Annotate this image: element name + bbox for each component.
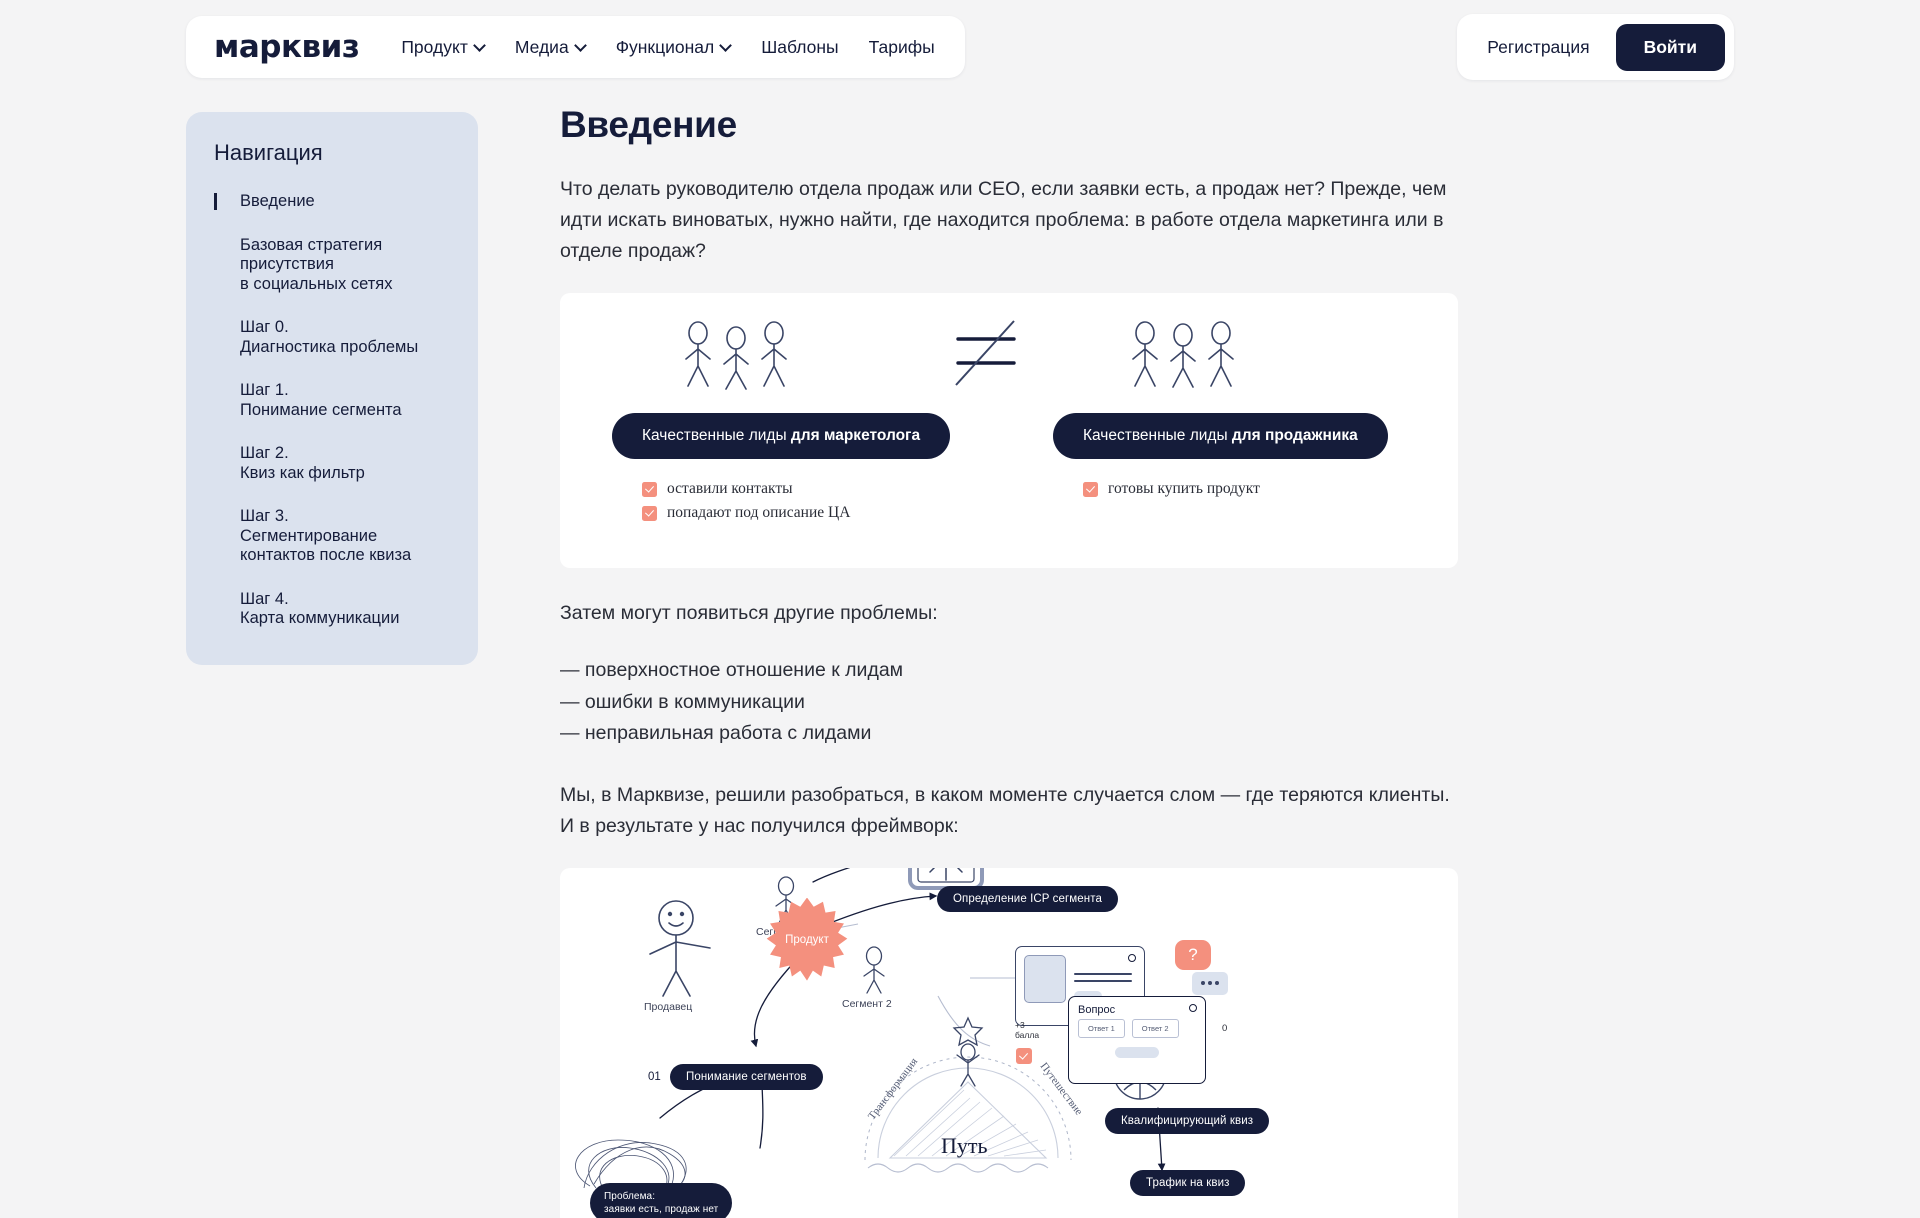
sidebar-navigation: Навигация Введение Базовая стратегия при… xyxy=(186,112,478,665)
nav-item-templates[interactable]: Шаблоны xyxy=(761,37,838,58)
header-nav-bar: марквиз Продукт Медиа Функционал Шаблоны… xyxy=(186,16,965,78)
problem-item-lead-handling: — неправильная работа с лидами xyxy=(560,722,872,744)
framework-intro-paragraph: Мы, в Марквизе, решили разобраться, в ка… xyxy=(560,783,1450,837)
register-button[interactable]: Регистрация xyxy=(1457,37,1615,58)
sidebar-item-step-1[interactable]: Шаг 1. Понимание сегмента xyxy=(240,381,402,419)
node-quiz-traffic: Трафик на квиз xyxy=(1130,1169,1246,1196)
quiz-answer-2[interactable]: Ответ 2 xyxy=(1131,1018,1179,1038)
pill-salesperson-bold: для продажника xyxy=(1231,427,1358,444)
problems-heading: Затем могут появиться другие проблемы: xyxy=(560,602,938,624)
brand-logo[interactable]: марквиз xyxy=(214,29,360,65)
checkbox-icon xyxy=(1083,481,1098,497)
sidebar-item-step-3[interactable]: Шаг 3. Сегментирование контактов после к… xyxy=(240,507,412,564)
screen-mock-image xyxy=(1024,954,1066,1003)
sidebar-item-base-strategy[interactable]: Базовая стратегия присутствия в социальн… xyxy=(240,235,393,293)
page-title: Введение xyxy=(560,104,737,145)
chevron-down-icon xyxy=(576,40,586,50)
chevron-down-icon xyxy=(475,40,485,50)
nav-label-pricing: Тарифы xyxy=(868,36,935,57)
quiz-question-card: Вопрос Ответ 1 Ответ 2 xyxy=(1068,995,1206,1084)
problems-list: — поверхностное отношение к лидам — ошиб… xyxy=(560,655,1458,750)
pill-marketer-prefix: Качественные лиды xyxy=(642,427,791,444)
quiz-card-dot-icon xyxy=(1189,1003,1197,1012)
check-item-audience: попадают под описание ЦА xyxy=(642,504,850,522)
nav-label-templates: Шаблоны xyxy=(761,36,839,57)
label-segment-2: Сегмент 2 xyxy=(842,997,892,1010)
node-icp-definition: Определение ICP сегмента xyxy=(937,885,1118,912)
stick-figures-right xyxy=(1132,321,1234,388)
pill-salesperson-prefix: Качественные лиды xyxy=(1083,427,1232,444)
question-bubble-icon: ? xyxy=(1175,939,1211,970)
nav-item-features[interactable]: Функционал xyxy=(616,37,732,58)
quiz-submit-button[interactable] xyxy=(1115,1046,1159,1058)
nav-item-media[interactable]: Медиа xyxy=(515,37,586,58)
login-button[interactable]: Войти xyxy=(1615,23,1725,71)
chevron-down-icon xyxy=(721,40,731,50)
label-product: Продукт xyxy=(785,933,829,946)
framework-diagram-figure: Сегмент 1 Сегмент 2 Продавец Продукт 01 … xyxy=(560,867,1458,1218)
sidebar-item-step-0[interactable]: Шаг 0. Диагностика проблемы xyxy=(240,318,419,356)
product-burst: Продукт xyxy=(766,897,848,981)
nav-label-features: Функционал xyxy=(615,36,715,57)
small-checkbox-icon xyxy=(1016,1047,1032,1064)
label-path: Путь xyxy=(941,1132,988,1158)
diagram-connectors xyxy=(575,867,1167,1190)
check-label-ready-to-buy: готовы купить продукт xyxy=(1108,480,1260,497)
sidebar-item-step-2[interactable]: Шаг 2. Квиз как фильтр xyxy=(240,444,365,482)
nav-label-product: Продукт xyxy=(401,36,468,57)
score-plus-label: +3 балла xyxy=(1015,1019,1040,1040)
screen-mock-line xyxy=(1074,972,1132,975)
pill-marketer-bold: для маркетолога xyxy=(790,427,921,444)
node-segment-understanding: Понимание сегментов xyxy=(670,1063,823,1090)
leads-comparison-figure: Качественные лиды для маркетолога Качест… xyxy=(560,293,1458,568)
node-qualifying-quiz: Квалифицирующий квиз xyxy=(1105,1107,1270,1134)
site-header: марквиз Продукт Медиа Функционал Шаблоны… xyxy=(0,14,1920,80)
quiz-answer-options: Ответ 1 Ответ 2 xyxy=(1069,1018,1205,1038)
sidebar-item-introduction[interactable]: Введение xyxy=(214,192,452,212)
check-label-audience: попадают под описание ЦА xyxy=(667,504,851,521)
nav-label-media: Медиа xyxy=(514,36,569,57)
nav-item-product[interactable]: Продукт xyxy=(401,37,485,58)
check-item-contacts: оставили контакты xyxy=(642,480,793,498)
main-content: Введение Что делать руководителю отдела … xyxy=(560,104,1458,1218)
pill-leads-marketer: Качественные лиды для маркетолога xyxy=(612,413,951,459)
node-problem: Проблема: заявки есть, продаж нет xyxy=(590,1182,733,1218)
intro-paragraph: Что делать руководителю отдела продаж ил… xyxy=(560,178,1447,262)
score-zero-label: 0 xyxy=(1222,1022,1228,1034)
pill-leads-salesperson: Качественные лиды для продажника xyxy=(1053,413,1388,459)
check-item-ready-to-buy: готовы купить продукт xyxy=(1083,480,1260,498)
auth-bar: Регистрация Войти xyxy=(1457,14,1734,80)
screen-mock-dot-icon xyxy=(1128,953,1136,962)
nav-item-pricing[interactable]: Тарифы xyxy=(869,37,935,58)
check-label-contacts: оставили контакты xyxy=(667,480,793,497)
quiz-answer-1[interactable]: Ответ 1 xyxy=(1078,1018,1125,1038)
checkbox-icon xyxy=(642,505,657,521)
dots-bubble-icon xyxy=(1192,971,1228,995)
checkbox-icon xyxy=(642,481,657,497)
stick-figures-left xyxy=(685,321,787,390)
label-seller: Продавец xyxy=(644,1000,693,1013)
quiz-question-label: Вопрос xyxy=(1078,1003,1116,1016)
sidebar-item-step-4[interactable]: Шаг 4. Карта коммуникации xyxy=(240,589,400,628)
step-number-01: 01 xyxy=(648,1070,661,1083)
screen-mock-line xyxy=(1074,979,1132,982)
sidebar-title: Навигация xyxy=(214,140,323,165)
problem-item-communication: — ошибки в коммуникации xyxy=(560,690,805,713)
not-equal-icon xyxy=(955,320,1016,386)
problem-item-shallow: — поверхностное отношение к лидам xyxy=(560,659,904,681)
main-nav: Продукт Медиа Функционал Шаблоны Тарифы xyxy=(401,37,934,58)
